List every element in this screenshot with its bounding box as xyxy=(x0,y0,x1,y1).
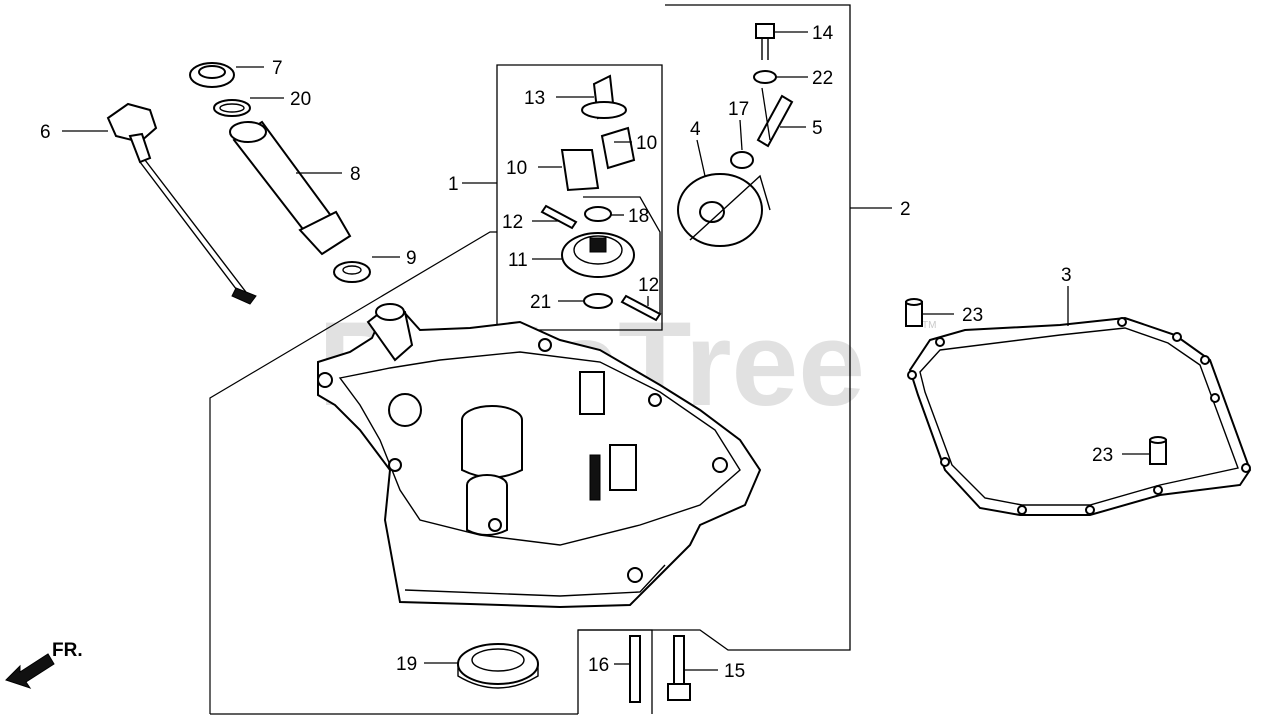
pin-upper xyxy=(540,204,578,230)
callout-13: 13 xyxy=(524,88,545,109)
shaft-5 xyxy=(756,94,794,148)
front-label: FR. xyxy=(52,640,83,661)
callout-17: 17 xyxy=(728,99,749,120)
governor-gear xyxy=(561,232,635,278)
callout-3: 3 xyxy=(1061,265,1072,286)
callout-10-upper: 10 xyxy=(636,133,657,154)
front-direction-arrow-icon xyxy=(5,653,55,689)
callout-21: 21 xyxy=(530,292,551,313)
callout-23-upper: 23 xyxy=(962,305,983,326)
callout-11: 11 xyxy=(508,250,528,271)
crankcase-cover xyxy=(317,303,762,609)
leader-lines xyxy=(62,31,1150,671)
watermark-tm: TM xyxy=(922,320,936,331)
callout-12-upper: 12 xyxy=(502,212,523,233)
oil-filler-tube xyxy=(229,120,352,256)
callout-16: 16 xyxy=(588,655,609,676)
callout-6: 6 xyxy=(40,122,51,143)
callout-2: 2 xyxy=(900,199,911,220)
assembly-leader-frame xyxy=(209,231,497,714)
callout-labels: 6 7 20 8 9 1 13 10 10 12 18 11 12 21 4 1… xyxy=(40,23,1113,682)
callout-8: 8 xyxy=(350,164,361,185)
dowel-pin-lower xyxy=(1149,436,1167,465)
oil-seal xyxy=(457,643,539,689)
governor-arm-upper xyxy=(600,126,636,170)
callout-9: 9 xyxy=(406,248,417,269)
o-ring xyxy=(213,99,251,117)
bolt-box xyxy=(578,629,653,714)
callout-15: 15 xyxy=(724,661,745,682)
callout-14: 14 xyxy=(812,23,834,44)
callout-19: 19 xyxy=(396,654,417,675)
governor-arm-lower xyxy=(560,149,600,192)
callout-5: 5 xyxy=(812,118,823,139)
callout-23-lower: 23 xyxy=(1092,445,1113,466)
callout-18: 18 xyxy=(628,206,649,227)
camshaft-gear xyxy=(677,173,771,247)
washer-17 xyxy=(730,151,754,169)
clip xyxy=(333,261,371,283)
callout-10-lower: 10 xyxy=(506,158,527,179)
stud-bolt xyxy=(629,635,641,703)
callout-22: 22 xyxy=(812,68,833,89)
flange-bolt xyxy=(667,635,691,701)
washer-21 xyxy=(583,293,613,309)
gasket xyxy=(907,316,1252,516)
group-box-11-inner xyxy=(583,196,661,315)
governor-shaft xyxy=(581,74,627,120)
callout-20: 20 xyxy=(290,89,311,110)
callout-1: 1 xyxy=(448,174,459,195)
bolt-14 xyxy=(755,23,775,60)
group-box-1 xyxy=(496,64,663,331)
dipstick xyxy=(106,102,257,305)
washer-18 xyxy=(584,206,612,222)
dowel-pin-upper xyxy=(905,298,923,327)
washer-22 xyxy=(753,70,777,84)
callout-12-lower: 12 xyxy=(638,275,659,296)
oil-filler-cap-seal xyxy=(189,62,235,88)
pin-lower xyxy=(620,294,662,322)
callout-4: 4 xyxy=(690,119,701,140)
callout-7: 7 xyxy=(272,58,283,79)
